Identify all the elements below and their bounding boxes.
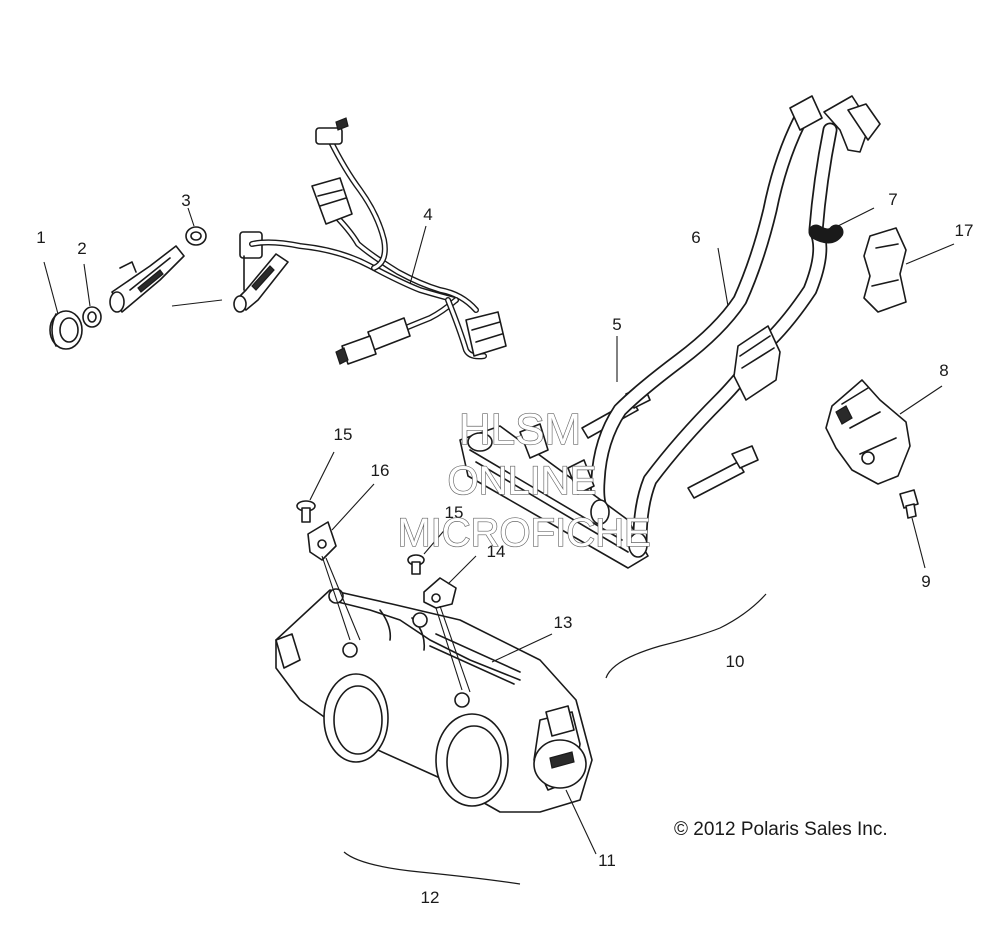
part-7-fuel-hose: [632, 95, 881, 548]
callout-3: 3: [181, 191, 190, 210]
watermark-line-2: ONLINE: [448, 459, 597, 503]
callout-13: 13: [554, 613, 573, 632]
part-4-wiring-harness: [249, 117, 507, 365]
callout-17: 17: [955, 221, 974, 240]
callout-11: 11: [598, 851, 616, 870]
part-3-o-ring: [185, 226, 207, 246]
rail-bolt: [687, 445, 759, 499]
part-15-screw-lower: [407, 554, 425, 575]
callout-16: 16: [371, 461, 390, 480]
watermark: HLSM ONLINE MICROFICHE: [397, 404, 652, 555]
callout-15-upper: 15: [334, 425, 353, 444]
part-16-clip: [307, 521, 337, 561]
callout-2: 2: [77, 239, 86, 258]
callout-8: 8: [939, 361, 948, 380]
part-6-fuel-hose: [590, 112, 808, 523]
callout-6: 6: [691, 228, 700, 247]
callout-7: 7: [888, 190, 897, 209]
part-9-bolt: [899, 489, 919, 519]
throttle-body: [275, 555, 593, 813]
copyright-notice: © 2012 Polaris Sales Inc.: [674, 819, 888, 840]
bracket-12: [343, 851, 521, 885]
callout-9: 9: [921, 572, 930, 591]
watermark-line-3: MICROFICHE: [397, 511, 650, 555]
part-1-seal: [49, 310, 83, 350]
callout-14: 14: [487, 542, 506, 561]
callout-5: 5: [612, 315, 621, 334]
callout-15-lower: 15: [445, 503, 464, 522]
part-8-bracket: [825, 379, 911, 485]
fuel-injector-right: [171, 231, 289, 313]
callout-12: 12: [421, 888, 440, 907]
part-2-washer: [82, 306, 102, 328]
part-14-clip: [423, 577, 457, 609]
bracket-10: [605, 593, 767, 679]
fuel-injector-left: [109, 245, 185, 313]
callout-1: 1: [36, 228, 45, 247]
fuel-rail: [459, 423, 649, 569]
part-17-clip: [863, 227, 907, 313]
part-15-screw-upper: [296, 500, 316, 523]
callout-10: 10: [726, 652, 745, 671]
callout-4: 4: [423, 205, 432, 224]
leader-lines: [43, 207, 955, 855]
watermark-line-1: HLSM: [459, 405, 581, 454]
